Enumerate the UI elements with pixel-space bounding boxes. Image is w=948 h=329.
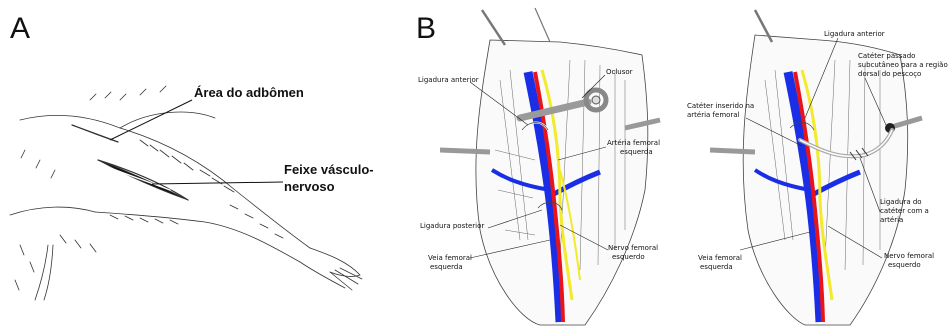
neurovascular-bundle-label-line2: nervoso	[284, 180, 335, 195]
label-veia-femoral-right-line1: Veia femoral	[698, 254, 742, 262]
label-nervo-femoral-left-line1: Nervo femoral	[608, 244, 658, 252]
label-ligadura-anterior-right: Ligadura anterior	[824, 30, 885, 38]
label-ligadura-cateter-line2: catéter com a	[880, 207, 929, 215]
label-ligadura-posterior: Ligadura posterior	[420, 222, 484, 230]
label-ligadura-anterior-left: Ligadura anterior	[418, 76, 479, 84]
label-nervo-femoral-right-line2: esquerdo	[888, 261, 921, 269]
label-cateter-inserido-line1: Catéter inserido na	[687, 102, 754, 110]
label-cateter-inserido-line2: artéria femoral	[687, 111, 740, 119]
panel-a: A	[0, 0, 390, 329]
abdomen-leader-line	[110, 100, 192, 140]
label-arteria-femoral-line1: Artéria femoral	[607, 139, 660, 147]
label-arteria-femoral-line2: esquerda	[620, 148, 653, 156]
label-oclusor: Oclusor	[606, 68, 633, 76]
label-veia-femoral-right-line2: esquerda	[700, 263, 733, 271]
bundle-leader-line	[152, 182, 283, 184]
label-veia-femoral-left-line2: esquerda	[430, 263, 463, 271]
label-cateter-passado-line1: Catéter passado	[858, 52, 915, 60]
left-surgical-field	[440, 8, 660, 325]
label-nervo-femoral-left-line2: esquerdo	[612, 253, 645, 261]
neurovascular-bundle-label-line1: Feixe vásculo-	[284, 163, 374, 178]
abdomen-area-label: Área do adbômen	[194, 86, 304, 101]
surgical-field-drawings	[410, 0, 948, 329]
label-veia-femoral-left-line1: Veia femoral	[428, 254, 472, 262]
label-ligadura-cateter-line3: artéria	[880, 216, 903, 224]
label-nervo-femoral-right-line1: Nervo femoral	[884, 252, 934, 260]
label-cateter-passado-line3: dorsal do pescoço	[858, 70, 921, 78]
label-ligadura-cateter-line1: Ligadura do	[880, 198, 922, 206]
panel-b: B	[410, 0, 948, 329]
label-cateter-passado-line2: subcutâneo para a região	[858, 61, 948, 69]
